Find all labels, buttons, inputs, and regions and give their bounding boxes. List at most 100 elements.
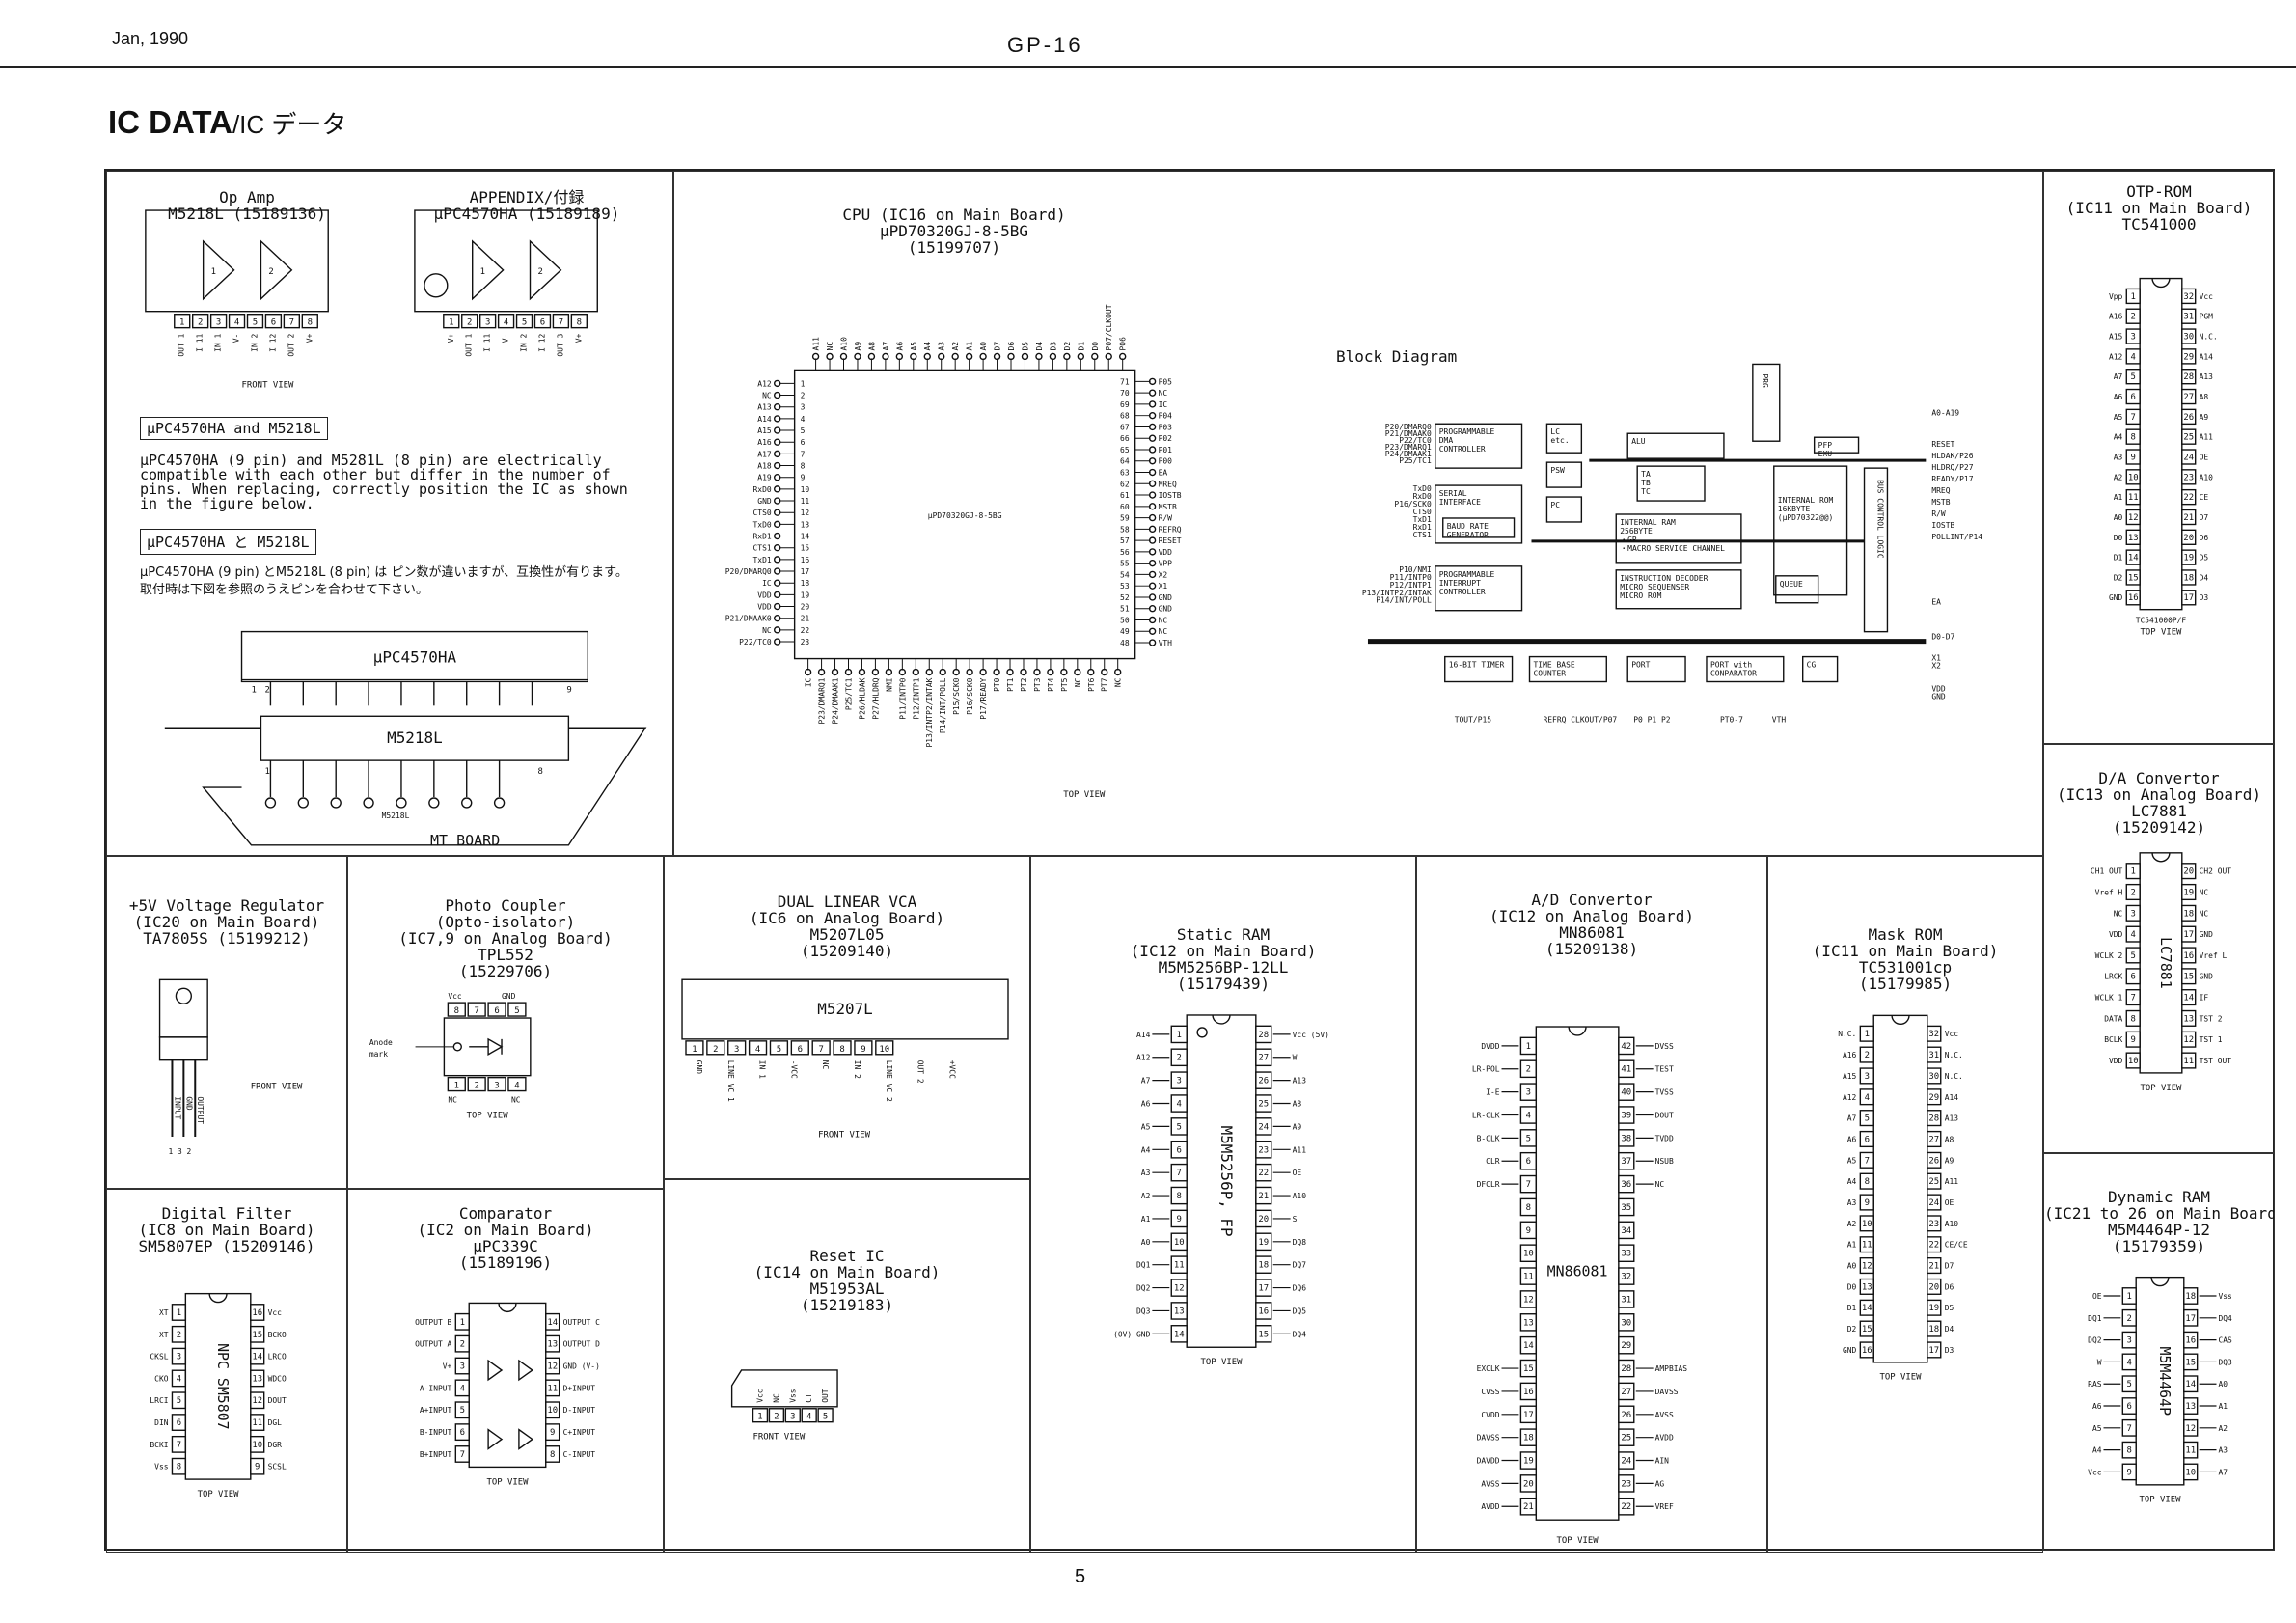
- right-pin-number: 50: [1120, 616, 1130, 624]
- pin-box-left: [454, 1312, 470, 1331]
- top-pin-ring: [993, 352, 1001, 361]
- pin-label-right: D+INPUT: [563, 1384, 596, 1392]
- comparator-title-line: (IC2 on Main Board): [417, 1221, 594, 1239]
- pin-number-left: 4: [2131, 352, 2136, 362]
- right-pin-label: NC: [1159, 627, 1168, 636]
- left-pin-ring: [774, 602, 781, 611]
- pin-label-left: Vpp: [2109, 292, 2123, 301]
- pin-label-right: D5: [2200, 554, 2209, 563]
- pin-number-left: 5: [2131, 951, 2136, 961]
- pin-label-left: DQ2: [2088, 1336, 2102, 1345]
- pin-box-left: [1859, 1236, 1874, 1253]
- pin-number-left: 18: [1523, 1434, 1534, 1444]
- pin-number-right: 29: [1928, 1093, 1939, 1103]
- pin-number-left: 9: [1865, 1198, 1870, 1208]
- pin-number-left: 10: [2128, 1057, 2139, 1066]
- pin-number-left: 3: [2131, 333, 2136, 343]
- pin-label-left: LR-POL: [1472, 1065, 1500, 1074]
- dram-title-line: M5M4464P-12: [2108, 1221, 2210, 1239]
- left-pin-label: GND: [757, 497, 772, 506]
- bottom-pin-ring: [1074, 668, 1081, 676]
- pin-number-left: 4: [460, 1384, 465, 1393]
- pin-box-left: [2125, 529, 2141, 545]
- pin-label-left: WCLK 2: [2095, 951, 2123, 960]
- prg-block: [1752, 363, 1781, 442]
- pin-label-left: AVDD: [1481, 1502, 1499, 1511]
- bottom-pin-ring: [925, 668, 933, 676]
- pin-label-right: CE: [2200, 493, 2209, 502]
- left-pin-number: 2: [801, 392, 806, 400]
- pin-label-right: A10: [2200, 473, 2214, 481]
- pin-number-left: 2: [1526, 1065, 1531, 1075]
- bottom-pin-num: 1: [454, 1082, 459, 1091]
- pin-number-right: 21: [1928, 1262, 1939, 1272]
- right-pin-label: MREQ: [1159, 480, 1177, 488]
- pin-number: 1: [757, 1413, 762, 1422]
- port-block-label: PORT: [1631, 661, 1650, 670]
- comparator-triangle: [518, 1359, 534, 1382]
- decoder-block: [1615, 569, 1742, 610]
- pin-number-left: 8: [1865, 1177, 1870, 1187]
- top-pin-num: 5: [514, 1006, 519, 1016]
- pin-box-right: [2181, 328, 2197, 344]
- pin-box-right: [1255, 1302, 1272, 1320]
- pin-label-right: DQ8: [1293, 1238, 1307, 1247]
- block-right-signal: POLLINT/P14: [1931, 533, 1982, 541]
- block-right-signal: X2: [1931, 662, 1941, 671]
- pin-box-left: [2125, 509, 2141, 526]
- left-pin-ring: [774, 391, 781, 399]
- pin-number-left: 2: [460, 1340, 465, 1350]
- pin-number-right: 22: [1928, 1241, 1939, 1251]
- right-pin-label: X2: [1159, 570, 1168, 579]
- bottom-pin-label: NC: [1114, 677, 1123, 687]
- top-pin-label: D5: [1021, 342, 1029, 351]
- pin-label-left: DFCLR: [1477, 1180, 1500, 1189]
- pin-number-left: 14: [1862, 1304, 1872, 1313]
- chip-b-body: [260, 715, 570, 761]
- pin-number-left: 6: [1865, 1135, 1870, 1144]
- pin-box: [209, 314, 228, 329]
- top-pin-ring: [910, 352, 917, 361]
- pin-number-left: 11: [1523, 1273, 1534, 1282]
- pin-number-right: 17: [1928, 1346, 1939, 1356]
- pin-box-left: [1859, 1151, 1874, 1169]
- title-sub: /IC データ: [232, 110, 347, 139]
- prg-label: PRG: [1761, 373, 1769, 388]
- pin-label-right: D6: [2200, 534, 2209, 542]
- pin-label-left: A16: [2109, 313, 2123, 321]
- left-pin-number: 9: [801, 474, 806, 482]
- right-pin-number: 55: [1120, 560, 1130, 568]
- pin-box-left: [1859, 1130, 1874, 1148]
- pin-number-right: 27: [1928, 1135, 1939, 1144]
- pin-number-right: 33: [1621, 1250, 1631, 1259]
- pin-box-right: [1255, 1163, 1272, 1182]
- pin-number-right: 13: [547, 1340, 558, 1350]
- rom-block-label: 16KBYTE: [1778, 505, 1811, 513]
- top-pin-num: 6: [494, 1006, 499, 1016]
- pin-box-right: [1255, 1186, 1272, 1205]
- pin-number-left: 14: [1174, 1330, 1185, 1339]
- pin-number-left: 13: [2128, 534, 2139, 543]
- top-pin-ring: [1119, 352, 1127, 361]
- pin-box-right: [2181, 1031, 2197, 1048]
- top-pin-ring: [882, 352, 889, 361]
- pin-box-left: [1519, 1197, 1538, 1217]
- pin-label-right: CH2 OUT: [2200, 867, 2232, 876]
- bottom-pin-label: P23/DMARQ1: [818, 677, 827, 724]
- ram-block-label: INTERNAL RAM: [1620, 518, 1676, 527]
- pin-number-left: 12: [2128, 513, 2139, 523]
- right-pin-label: P03: [1159, 423, 1173, 431]
- pin-number-right: 36: [1621, 1180, 1631, 1190]
- pin-number-left: 4: [2127, 1358, 2132, 1367]
- pin-number-left: 13: [1174, 1307, 1185, 1316]
- pin-label-left: DQ1: [2088, 1314, 2102, 1323]
- timer-regs-block-label: TA: [1641, 470, 1651, 479]
- bus-control-label: BUS CONTROL LOGIC: [1875, 480, 1884, 559]
- pin-label-right: GND: [2200, 930, 2214, 939]
- pin-label-left: A1: [1847, 1241, 1857, 1250]
- vca-title-line: (IC6 on Analog Board): [749, 909, 945, 927]
- pin-label-right: CE/CE: [1945, 1241, 1968, 1250]
- dram-title-line: (IC21 to 26 on Main Board): [2044, 1204, 2275, 1223]
- pin-label-right: W: [1293, 1054, 1298, 1062]
